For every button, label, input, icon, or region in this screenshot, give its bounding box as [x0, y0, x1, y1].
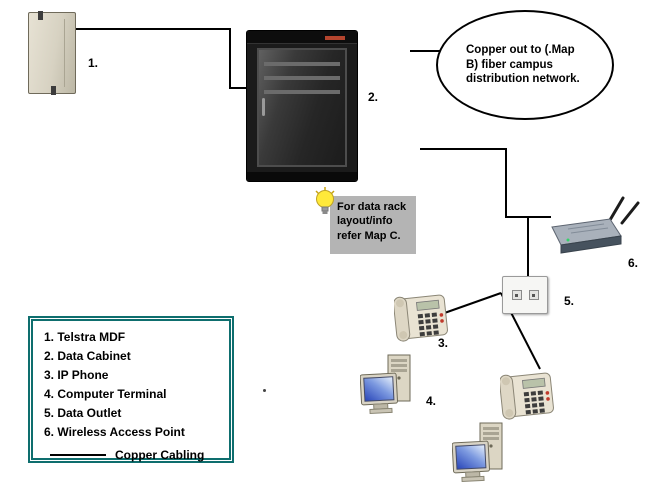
label-computer: 4. — [426, 394, 437, 408]
legend-cable-row: Copper Cabling — [44, 448, 229, 462]
legend-box: 1. Telstra MDF 2. Data Cabinet 3. IP Pho… — [28, 316, 234, 463]
rack-shelf — [264, 90, 340, 94]
legend-item-wap: 6. Wireless Access Point — [44, 425, 185, 439]
computer-terminal — [452, 422, 503, 483]
label-mdf: 1. — [88, 56, 99, 70]
door-handle — [262, 98, 265, 116]
handset-icon — [500, 374, 517, 420]
wap-front — [560, 235, 622, 254]
mdf-conduit-bottom — [51, 86, 56, 95]
mdf-conduit-top — [38, 11, 43, 20]
rack-info-note: For data rack layout/info refer Map C. — [330, 196, 416, 254]
wire-mdf-to-cabinet — [76, 28, 247, 89]
campus-network-balloon: Copper out to (.Map B) fiber campus dist… — [436, 10, 614, 120]
label-wap: 6. — [628, 256, 639, 270]
rack-shelf — [264, 76, 340, 80]
copper-cable-swatch — [50, 454, 106, 456]
stray-mark — [263, 389, 266, 392]
legend-item-mdf: 1. Telstra MDF — [44, 330, 126, 344]
cabinet-brand-tag — [325, 36, 345, 40]
wire-outlet-to-phone-1 — [435, 292, 502, 317]
handset-icon — [394, 296, 411, 342]
legend-cable-label: Copper Cabling — [115, 448, 205, 462]
wireless-access-point — [551, 196, 640, 254]
ip-phone — [500, 372, 554, 420]
antenna-icon — [620, 201, 640, 225]
ip-phone — [394, 294, 448, 342]
outlet-jack — [528, 290, 539, 300]
wap-led — [566, 238, 570, 242]
campus-network-text: Copper out to (.Map B) fiber campus dist… — [466, 43, 580, 86]
legend-item-computer: 4. Computer Terminal — [44, 387, 167, 401]
phone-keypad — [417, 312, 439, 337]
legend-item-ip-phone: 3. IP Phone — [44, 368, 109, 382]
monitor — [360, 372, 399, 415]
monitor — [452, 440, 491, 483]
mdf-door-seam — [64, 19, 65, 87]
outlet-jack — [511, 290, 522, 300]
legend-item-outlet: 5. Data Outlet — [44, 406, 122, 420]
label-cabinet: 2. — [368, 90, 379, 104]
cabinet-base — [247, 172, 357, 181]
antenna-icon — [608, 196, 625, 222]
label-ip-phone: 3. — [438, 336, 449, 350]
data-cabinet — [246, 30, 358, 182]
phone-keypad — [523, 390, 545, 415]
cabinet-top-panel — [247, 31, 357, 44]
lightbulb-icon — [315, 187, 335, 214]
cabinet-glass-door — [257, 48, 347, 167]
label-outlet: 5. — [564, 294, 575, 308]
legend-item-cabinet: 2. Data Cabinet — [44, 349, 131, 363]
wire-cabinet-to-wap — [420, 148, 551, 218]
computer-terminal — [360, 354, 411, 415]
telstra-mdf-box — [28, 11, 76, 95]
phone-display — [416, 299, 440, 311]
rack-shelf — [264, 62, 340, 66]
data-outlet — [502, 276, 548, 314]
phone-display — [522, 377, 546, 389]
